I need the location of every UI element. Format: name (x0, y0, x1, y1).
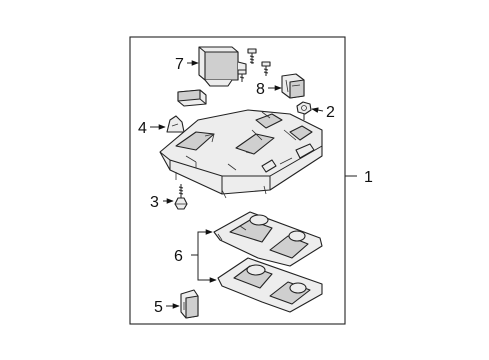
callout-2-arrow (311, 107, 324, 113)
callout-4: 4 (138, 120, 147, 137)
screw-top (247, 48, 257, 64)
part-6-lens-upper (213, 211, 323, 267)
lamp-unit-small (177, 89, 207, 107)
callout-1: 1 (364, 169, 373, 186)
part-2-nut (296, 101, 312, 120)
callout-6-arrow-lower (197, 255, 217, 283)
callout-3: 3 (150, 194, 159, 211)
callout-2: 2 (326, 104, 335, 121)
callout-6-arrow-upper (191, 229, 213, 256)
assembly-frame (129, 36, 346, 325)
part-8-clip (281, 73, 305, 99)
callout-6: 6 (174, 248, 183, 265)
callout-7: 7 (175, 56, 184, 73)
screw-side (237, 69, 247, 82)
part-5-clip (180, 289, 199, 319)
part-4-bracket (166, 115, 185, 133)
callout-8: 8 (256, 81, 265, 98)
screw-middle (261, 61, 271, 76)
part-6-lens-lower (217, 257, 323, 313)
part-3-bolt (174, 184, 188, 210)
callout-5: 5 (154, 299, 163, 316)
console-housing (159, 109, 323, 199)
part-7-module (198, 46, 247, 87)
